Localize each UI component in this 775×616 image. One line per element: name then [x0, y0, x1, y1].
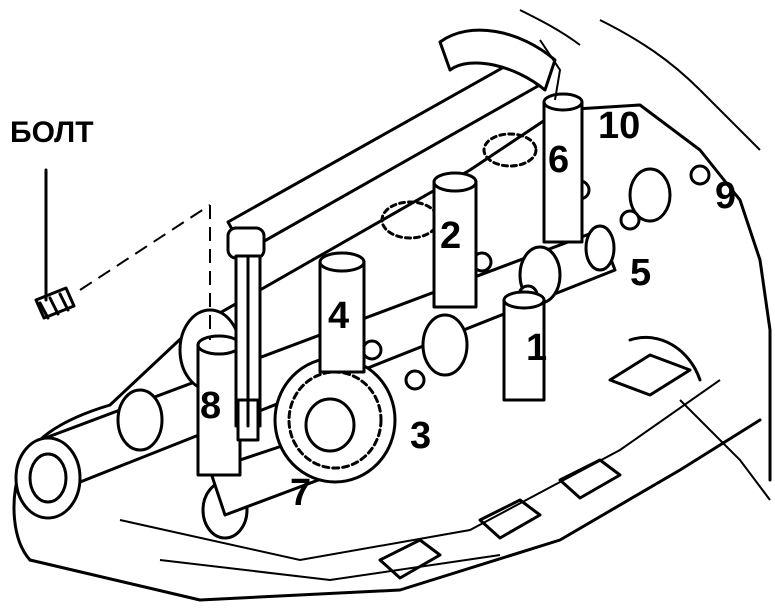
callout-3: 3	[410, 415, 431, 457]
cylinder-head-body	[12, 9, 772, 602]
callout-8: 8	[200, 385, 221, 427]
bolt-label: БОЛТ	[10, 116, 94, 149]
support-posts	[196, 92, 584, 477]
callout-5: 5	[630, 252, 651, 294]
callout-10: 10	[598, 105, 640, 147]
bolt	[34, 168, 211, 340]
callout-7: 7	[290, 472, 311, 514]
callout-6: 6	[548, 139, 569, 181]
callout-1: 1	[526, 327, 547, 369]
callout-9: 9	[715, 175, 736, 217]
special-tool-bar	[226, 28, 562, 442]
callout-4: 4	[328, 295, 349, 337]
callout-2: 2	[440, 215, 461, 257]
